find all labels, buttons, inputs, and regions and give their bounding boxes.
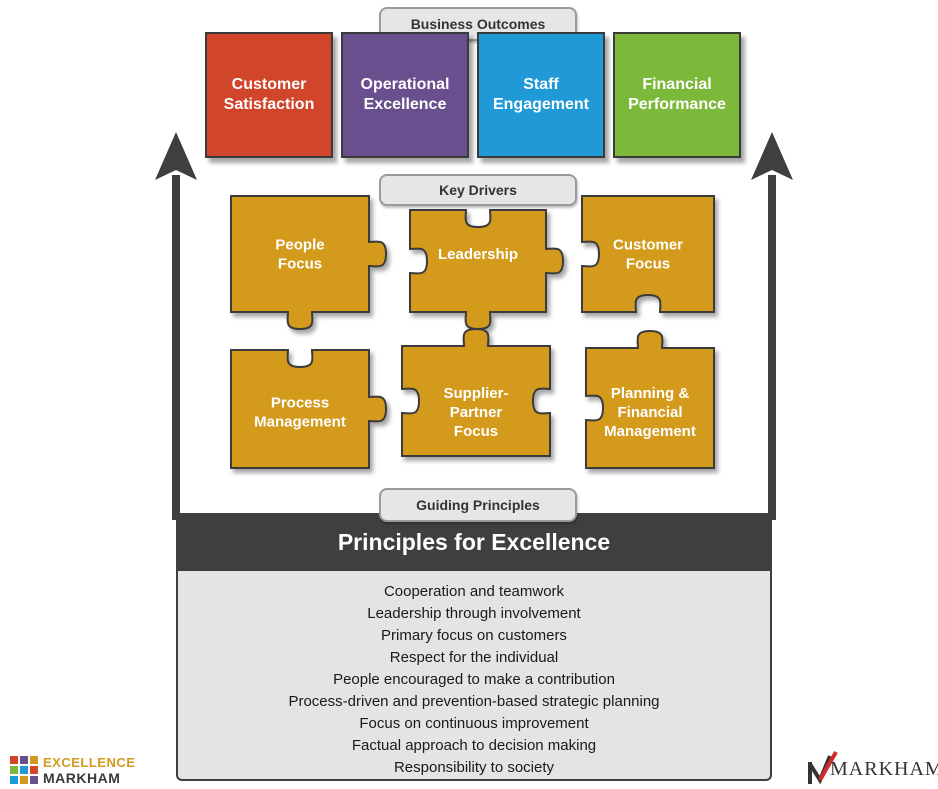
key-drivers-label: Key Drivers xyxy=(379,174,577,206)
logo-text-markham: MARKHAM xyxy=(43,770,121,786)
markham-logo-text: MARKHAM xyxy=(830,758,938,780)
principle-item: Respect for the individual xyxy=(389,649,559,666)
logo-text-excellence: EXCELLENCE xyxy=(43,755,136,770)
driver-piece xyxy=(409,209,565,331)
outcome-customer-satisfaction: Customer Satisfaction xyxy=(205,32,333,158)
outcome-operational-excellence: Operational Excellence xyxy=(341,32,469,158)
driver-piece xyxy=(585,329,715,469)
guiding-principles-label: Guiding Principles xyxy=(379,488,577,522)
outcome-staff-engagement: Staff Engagement xyxy=(477,32,605,158)
principle-item: Cooperation and teamwork xyxy=(383,583,565,600)
excellence-markham-logo: EXCELLENCE MARKHAM xyxy=(10,755,150,786)
principles-title: Principles for Excellence xyxy=(176,513,772,571)
principles-list: Cooperation and teamwork Leadership thro… xyxy=(176,571,772,781)
principle-item: Leadership through involvement xyxy=(367,605,581,622)
logo-squares-icon xyxy=(10,756,38,784)
driver-piece xyxy=(401,327,551,457)
principle-item: Process-driven and prevention-based stra… xyxy=(288,693,660,710)
principle-item: Primary focus on customers xyxy=(381,627,567,644)
principle-item: Focus on continuous improvement xyxy=(359,715,589,732)
driver-piece xyxy=(581,195,715,313)
driver-piece xyxy=(230,349,388,469)
principle-item: Factual approach to decision making xyxy=(351,737,597,754)
markham-logo: MARKHAM xyxy=(806,750,938,786)
driver-piece xyxy=(230,195,388,331)
outcome-financial-performance: Financial Performance xyxy=(613,32,741,158)
principle-item: People encouraged to make a contribution xyxy=(333,671,615,688)
principle-item: Responsibility to society xyxy=(393,759,555,776)
driver-label: Leadership xyxy=(438,246,518,263)
markham-check-icon xyxy=(808,751,838,785)
